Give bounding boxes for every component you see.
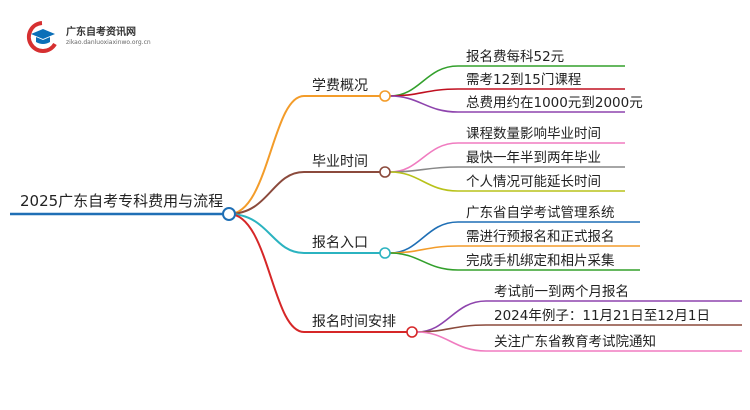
mind-map-nodes: 2025广东自考专科费用与流程 学费概况 报名费每科52元需考12到15门课程总费用… bbox=[20, 49, 710, 350]
leaf-connector bbox=[389, 171, 625, 192]
site-logo[interactable]: 广东自考资讯网 zikao.danluoxiaxinwo.org.cn bbox=[24, 20, 224, 54]
leaf-label: 完成手机绑定和相片采集 bbox=[466, 253, 615, 269]
site-title: 广东自考资讯网 bbox=[66, 27, 136, 38]
leaf-connector bbox=[389, 252, 640, 271]
leaf-label: 考试前一到两个月报名 bbox=[494, 283, 629, 300]
branch-connector bbox=[228, 213, 385, 254]
root-node-label: 2025广东自考专科费用与流程 bbox=[20, 192, 223, 210]
mind-map-edges bbox=[10, 65, 742, 352]
graduation-cap-logo-icon bbox=[26, 21, 57, 53]
branch-connector bbox=[228, 95, 385, 215]
branch-label: 学费概况 bbox=[312, 78, 368, 94]
leaf-connector bbox=[389, 245, 640, 254]
leaf-label: 课程数量影响毕业时间 bbox=[466, 126, 601, 142]
leaf-label: 需进行预报名和正式报名 bbox=[466, 229, 615, 245]
leaf-label: 报名费每科52元 bbox=[466, 49, 564, 65]
branch-label: 毕业时间 bbox=[312, 154, 368, 170]
branch-node-circle bbox=[406, 326, 418, 338]
branch-label: 报名入口 bbox=[312, 235, 368, 251]
branch-node-circle bbox=[379, 90, 391, 102]
leaf-connector bbox=[389, 142, 625, 173]
branch-connector bbox=[228, 171, 385, 215]
site-url: zikao.danluoxiaxinwo.org.cn bbox=[66, 39, 151, 46]
branch-connector bbox=[228, 213, 412, 333]
leaf-label: 广东省自学考试管理系统 bbox=[466, 205, 615, 221]
branch-node-circle bbox=[379, 166, 391, 178]
leaf-connector bbox=[416, 324, 742, 333]
leaf-label: 个人情况可能延长时间 bbox=[466, 174, 601, 190]
leaf-label: 关注广东省教育考试院通知 bbox=[494, 333, 656, 350]
leaf-connector bbox=[389, 166, 625, 173]
branch-label: 报名时间安排 bbox=[312, 314, 396, 330]
leaf-connector bbox=[389, 221, 640, 254]
leaf-label: 最快一年半到两年毕业 bbox=[466, 150, 601, 166]
leaf-label: 2024年例子：11月21日至12月1日 bbox=[494, 308, 710, 324]
leaf-connector bbox=[416, 331, 742, 352]
leaf-connector bbox=[416, 300, 742, 333]
leaf-label: 总费用约在1000元到2000元 bbox=[466, 95, 643, 111]
leaf-label: 需考12到15门课程 bbox=[466, 72, 581, 88]
leaf-connector bbox=[389, 95, 625, 113]
root-node-circle bbox=[222, 207, 236, 221]
branch-node-circle bbox=[379, 247, 391, 259]
leaf-connector bbox=[389, 65, 625, 97]
